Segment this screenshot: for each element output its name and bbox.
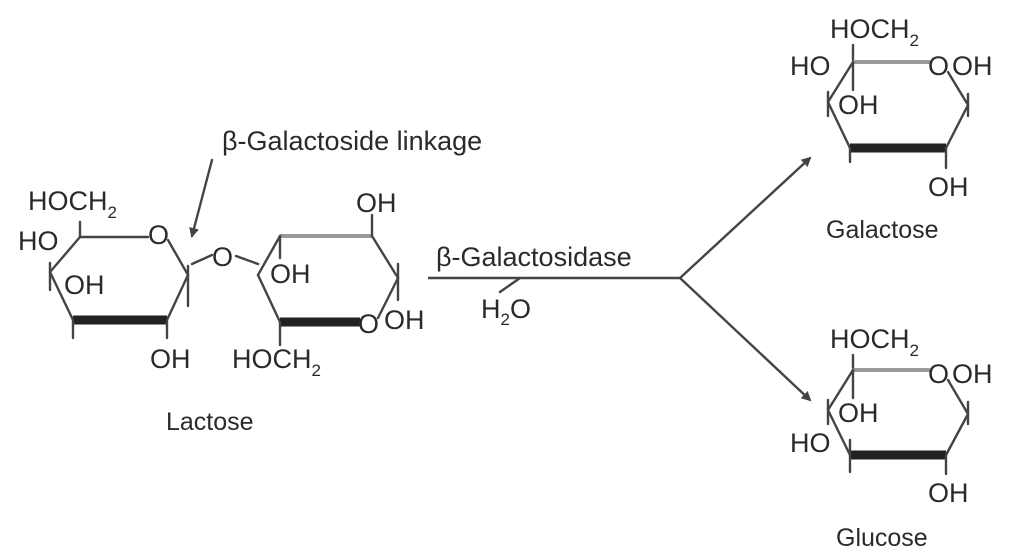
glucose-caption: Glucose bbox=[836, 524, 928, 552]
lactose-gal-oh-inner: OH bbox=[64, 270, 105, 300]
reaction-arrows bbox=[428, 156, 812, 402]
glucose-molecule: HOCH2 O OH OH HO OH Glucose bbox=[790, 324, 993, 552]
glucose-oh-bottom: OH bbox=[928, 478, 969, 508]
water-entry-bond bbox=[498, 276, 522, 294]
lactose-glc-oh-inner: OH bbox=[270, 259, 311, 289]
galactose-molecule: HOCH2 HO O OH OH OH Galactose bbox=[790, 14, 993, 244]
glucose-ho: HO bbox=[790, 428, 831, 458]
glucose-oh-inner: OH bbox=[838, 398, 879, 428]
galactose-oh-inner: OH bbox=[838, 90, 879, 120]
lactose-caption: Lactose bbox=[166, 408, 254, 436]
galactose-caption: Galactose bbox=[826, 216, 939, 244]
galactose-ho: HO bbox=[790, 51, 831, 81]
lactose-gal-hoch2: HOCH2 bbox=[28, 186, 117, 222]
lactose-bridge-oxygen: O bbox=[212, 242, 233, 272]
lactose-galactose-ring bbox=[48, 220, 190, 340]
linkage-pointer-arrow bbox=[189, 158, 214, 238]
linkage-label: β-Galactoside linkage bbox=[222, 126, 482, 156]
water-label: H2O bbox=[481, 294, 531, 329]
lactose-glc-ring-oxygen: O bbox=[358, 309, 379, 339]
lactose-glc-oh-right: OH bbox=[384, 305, 425, 335]
lactose-gal-ho: HO bbox=[18, 226, 59, 256]
lactose-gal-oh-bottom: OH bbox=[150, 344, 191, 374]
glycosidic-bond-right bbox=[234, 254, 260, 266]
lactose-glc-oh-top: OH bbox=[356, 188, 397, 218]
galactose-ring-oxygen: O bbox=[928, 51, 949, 81]
glucose-hoch2: HOCH2 bbox=[830, 324, 919, 360]
galactose-oh-bottom: OH bbox=[928, 172, 969, 202]
glucose-oh-right: OH bbox=[952, 359, 993, 389]
arrow-to-glucose bbox=[679, 277, 812, 402]
lactose-glc-hoch2: HOCH2 bbox=[232, 344, 321, 380]
lactose-gal-ring-oxygen: O bbox=[148, 220, 169, 250]
galactose-hoch2: HOCH2 bbox=[830, 14, 919, 50]
galactose-oh-right: OH bbox=[952, 51, 993, 81]
lactose-molecule: HOCH2 HO O OH OH O OH OH O OH HOCH2 Lact… bbox=[18, 186, 425, 436]
lactose-glucose-ring bbox=[256, 213, 400, 347]
enzyme-label: β-Galactosidase bbox=[436, 242, 632, 272]
arrow-to-galactose bbox=[679, 156, 812, 279]
glycosidic-bond-left bbox=[190, 253, 214, 266]
glucose-ring-oxygen: O bbox=[928, 359, 949, 389]
